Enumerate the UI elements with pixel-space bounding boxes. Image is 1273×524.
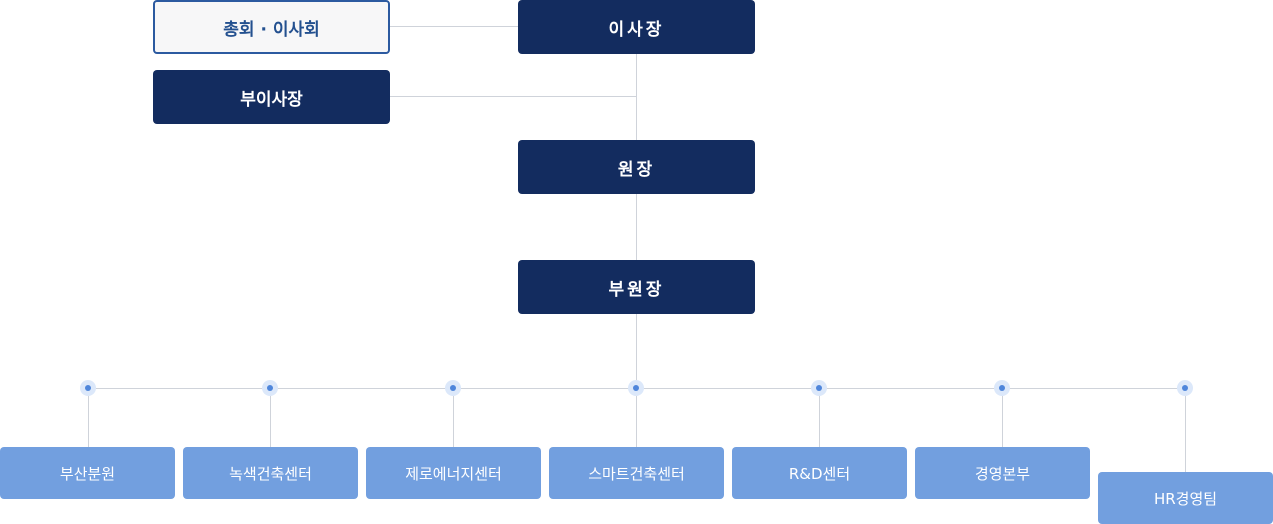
dept-box-busan: 부산분원 <box>0 447 175 499</box>
director-box: 원장 <box>518 140 755 194</box>
connector-dept-6 <box>1002 388 1003 447</box>
dept-box-management: 경영본부 <box>915 447 1090 499</box>
vice-director-box: 부원장 <box>518 260 755 314</box>
junction-dot-5 <box>811 380 827 396</box>
connector-board <box>389 26 518 27</box>
dept-box-rnd: R&D센터 <box>732 447 907 499</box>
junction-dot-7 <box>1177 380 1193 396</box>
junction-dot-6 <box>994 380 1010 396</box>
dept-box-zero-energy: 제로에너지센터 <box>366 447 541 499</box>
junction-dot-1 <box>80 380 96 396</box>
connector-trunk <box>636 54 637 388</box>
chairman-box: 이사장 <box>518 0 755 54</box>
connector-dept-3 <box>453 388 454 447</box>
connector-dept-7 <box>1185 388 1186 472</box>
board-box: 총회 · 이사회 <box>153 0 390 54</box>
junction-dot-2 <box>262 380 278 396</box>
vice-chairman-box: 부이사장 <box>153 70 390 124</box>
dept-box-hr: HR경영팀 <box>1098 472 1273 524</box>
connector-dept-5 <box>819 388 820 447</box>
junction-dot-4 <box>628 380 644 396</box>
connector-vice-chairman <box>390 96 636 97</box>
dept-box-smart-building: 스마트건축센터 <box>549 447 724 499</box>
dept-box-green-building: 녹색건축센터 <box>183 447 358 499</box>
connector-dept-2 <box>270 388 271 447</box>
junction-dot-3 <box>445 380 461 396</box>
connector-dept-1 <box>88 388 89 447</box>
connector-dept-4 <box>636 388 637 447</box>
